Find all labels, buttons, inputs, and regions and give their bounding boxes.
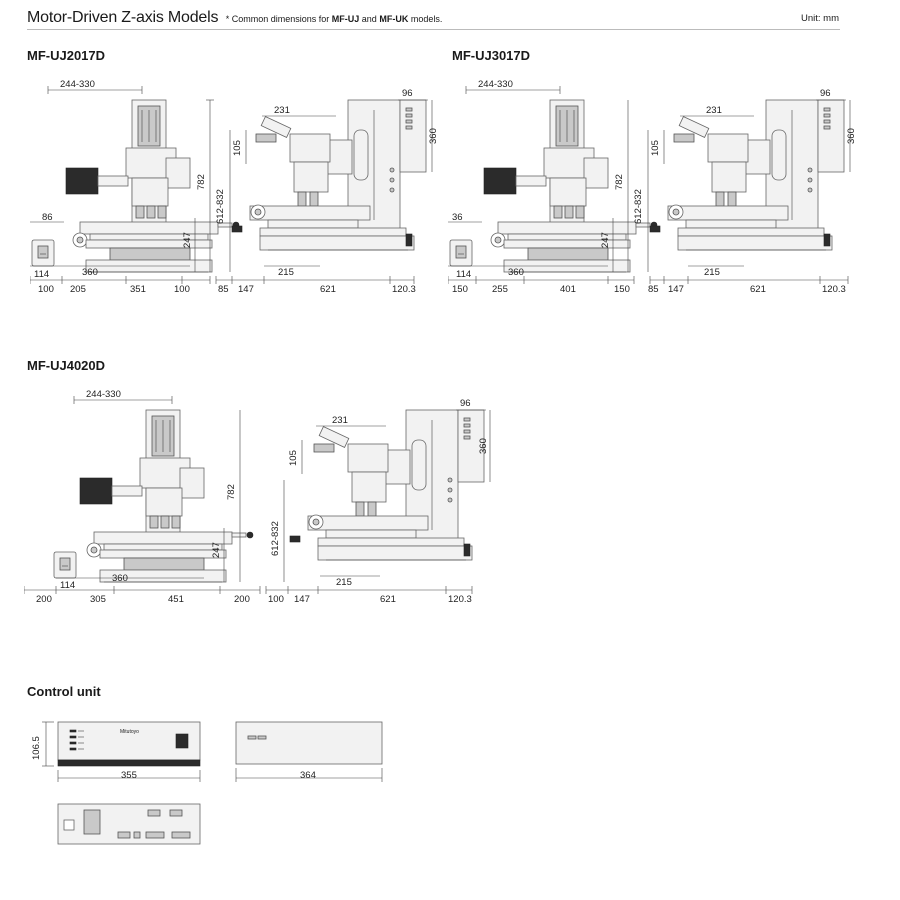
dim-unit-height: 106.5 [31,736,42,760]
dim-head-width: 231 [706,105,722,116]
dim-controller: 114 [34,269,49,280]
dim-side-bottom-2: 147 [238,284,254,295]
dim-top-width: 244-330 [60,79,95,90]
control-unit-drawing: Mitutoyo 106.5 355 364 [31,721,383,845]
page-header: Motor-Driven Z-axis Models * Common dime… [27,9,442,27]
dim-z-range: 612-832 [270,521,281,556]
model-1-front-view: 244-330 782 247 86 114 360 100 205 351 1… [30,79,240,295]
dim-side-bottom-1: 100 [268,594,284,605]
model-2-side-view: 231 96 360 105 612-832 215 85 147 621 12… [633,88,857,295]
dim-side-bottom-2: 147 [294,594,310,605]
dim-eyepiece: 105 [650,140,661,156]
control-unit-title: Control unit [27,684,101,699]
controller-pad-icon [31,239,55,267]
dim-controller-width: 96 [820,88,831,99]
dim-controller-height: 360 [478,438,489,454]
dim-stage-height: 247 [600,232,611,248]
model-2-front-view: 244-330 782 247 36 114 360 150 255 401 1… [448,79,658,295]
dim-bottom-4: 100 [174,284,190,295]
dim-side-bottom-4: 120.3 [448,594,472,605]
dim-side-bottom-4: 120.3 [822,284,846,295]
dim-stage-travel: 215 [336,577,352,588]
dim-side-bottom-3: 621 [750,284,766,295]
page-title: Motor-Driven Z-axis Models [27,9,219,26]
unit-label: Unit: mm [801,13,839,24]
model-1-drawing: 244-330 782 247 86 114 360 100 205 351 1… [30,79,439,295]
dim-stage-height: 247 [211,542,222,558]
model-title-2: MF-UJ3017D [452,48,531,63]
dim-side-bottom-1: 85 [218,284,229,295]
brand-logo: Mitutoyo [120,729,139,735]
note-model-1: MF-UJ [331,14,360,24]
dim-stage-travel: 215 [278,267,294,278]
dim-bottom-1: 150 [452,284,468,295]
dim-unit-depth: 364 [300,770,316,781]
dim-bottom-3: 401 [560,284,576,295]
model-2-drawing: 244-330 782 247 36 114 360 150 255 401 1… [448,79,857,295]
dim-height: 782 [614,174,625,190]
dim-top-width: 244-330 [86,389,121,400]
dim-side-bottom-3: 621 [320,284,336,295]
dim-unit-width: 355 [121,770,137,781]
dim-z-range: 612-832 [633,189,644,224]
dim-bottom-4: 150 [614,284,630,295]
dim-bottom-2: 305 [90,594,106,605]
dim-bottom-4: 200 [234,594,250,605]
dim-controller: 114 [456,269,471,280]
dim-base-width: 360 [82,267,98,278]
dim-left-offset: 36 [452,212,463,223]
dim-top-width: 244-330 [478,79,513,90]
dim-left-offset: 86 [42,212,53,223]
controller-pad-icon [449,239,473,267]
dim-z-range: 612-832 [215,189,226,224]
model-1-side-view: 231 96 360 105 612-832 215 85 147 621 12… [215,88,439,295]
dim-stage-travel: 215 [704,267,720,278]
controller-pad-icon [53,551,77,579]
model-title-3: MF-UJ4020D [27,358,106,373]
dim-bottom-1: 200 [36,594,52,605]
header-note: * Common dimensions for MF-UJ and MF-UK … [225,14,443,24]
model-3-front-view: 244-330 782 247 114 360 200 305 451 200 [24,389,261,605]
note-model-2: MF-UK [379,14,409,24]
dim-bottom-3: 351 [130,284,146,295]
control-unit-rear-view [57,803,201,845]
dim-controller-height: 360 [846,128,857,144]
dim-controller-width: 96 [402,88,413,99]
dim-bottom-3: 451 [168,594,184,605]
control-unit-front-view: Mitutoyo 106.5 355 [31,721,201,782]
control-unit-side-view: 364 [235,721,383,782]
model-title-1: MF-UJ2017D [27,48,106,63]
dim-bottom-2: 255 [492,284,508,295]
dim-side-bottom-2: 147 [668,284,684,295]
dim-head-width: 231 [274,105,290,116]
dim-side-bottom-3: 621 [380,594,396,605]
dim-controller-height: 360 [428,128,439,144]
dim-head-width: 231 [332,415,348,426]
dim-eyepiece: 105 [232,140,243,156]
dim-side-bottom-1: 85 [648,284,659,295]
dim-controller-width: 96 [460,398,471,409]
header-divider [27,29,840,30]
dim-base-width: 360 [508,267,524,278]
dim-bottom-2: 205 [70,284,86,295]
dim-height: 782 [226,484,237,500]
dim-height: 782 [196,174,207,190]
model-3-drawing: 244-330 782 247 114 360 200 305 451 200 … [24,389,491,605]
dim-stage-height: 247 [182,232,193,248]
dim-eyepiece: 105 [288,450,299,466]
model-3-side-view: 231 96 360 105 612-832 215 100 147 621 1… [265,398,491,605]
dim-side-bottom-4: 120.3 [392,284,416,295]
dim-controller: 114 [60,580,75,591]
dim-base-width: 360 [112,573,128,584]
dim-bottom-1: 100 [38,284,54,295]
